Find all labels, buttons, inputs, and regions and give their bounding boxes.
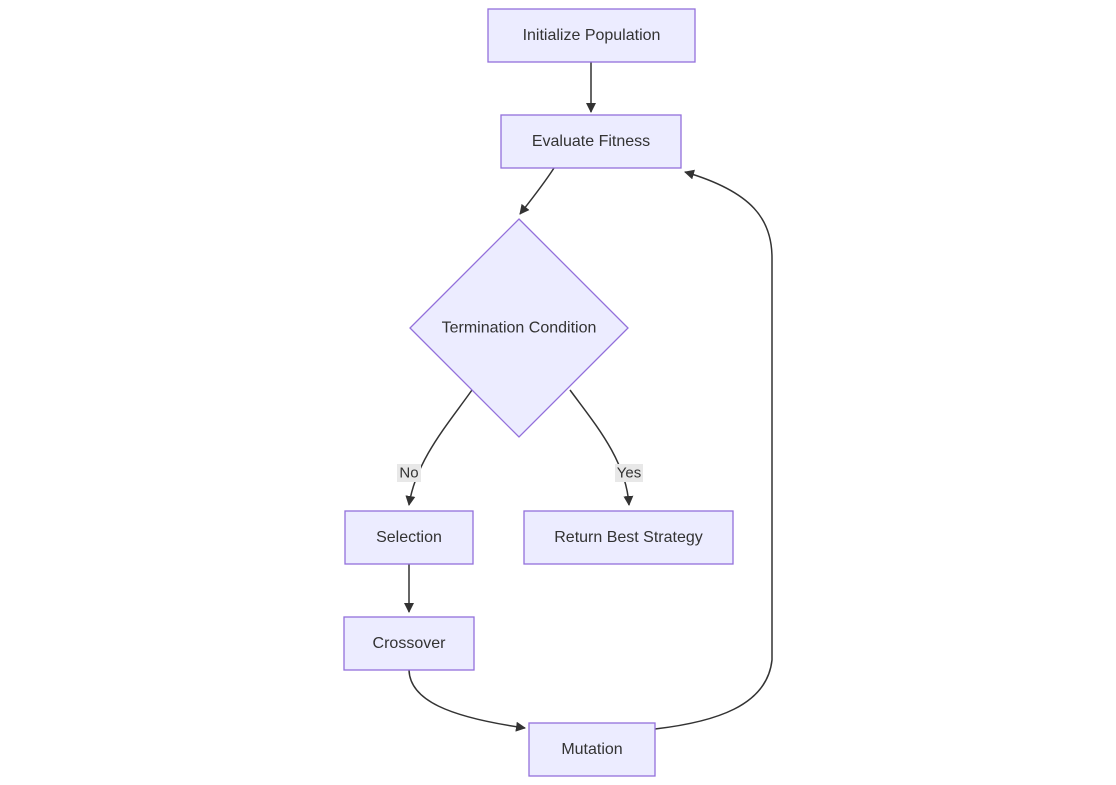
node-crossover: Crossover <box>343 616 475 671</box>
edge-label-yes: Yes <box>615 464 643 482</box>
node-termination-condition-diamond <box>409 218 629 438</box>
node-mutation: Mutation <box>528 722 656 777</box>
edge-label-no-bg <box>397 464 421 482</box>
node-evaluate-fitness: Evaluate Fitness <box>500 114 682 169</box>
edge-crossover-to-mutation <box>408 669 526 732</box>
node-initialize-population-box <box>487 8 696 63</box>
node-selection: Selection <box>344 510 474 565</box>
edge-mutation-to-evaluate-loop <box>654 169 773 730</box>
node-selection-box <box>344 510 474 565</box>
edge-termination-to-selection <box>405 389 473 506</box>
node-return-best-strategy-box <box>523 510 734 565</box>
edge-label-yes-text: Yes <box>617 465 641 482</box>
node-initialize-population: Initialize Population <box>487 8 696 63</box>
edge-evaluate-to-termination <box>519 167 555 215</box>
node-initialize-population-label: Initialize Population <box>523 27 661 44</box>
node-mutation-box <box>528 722 656 777</box>
node-evaluate-fitness-box <box>500 114 682 169</box>
node-evaluate-fitness-label: Evaluate Fitness <box>532 133 650 150</box>
node-return-best-strategy-label: Return Best Strategy <box>554 529 703 546</box>
node-crossover-label: Crossover <box>373 635 447 652</box>
node-termination-condition-label: Termination Condition <box>442 320 597 337</box>
node-return-best-strategy: Return Best Strategy <box>523 510 734 565</box>
node-termination-condition: Termination Condition <box>409 218 629 438</box>
edge-termination-to-return-best <box>569 389 634 506</box>
edge-label-yes-bg <box>615 464 643 482</box>
edge-label-no: No <box>397 464 421 482</box>
node-selection-label: Selection <box>376 529 442 546</box>
node-mutation-label: Mutation <box>561 741 622 758</box>
edge-label-no-text: No <box>399 465 418 482</box>
node-crossover-box <box>343 616 475 671</box>
